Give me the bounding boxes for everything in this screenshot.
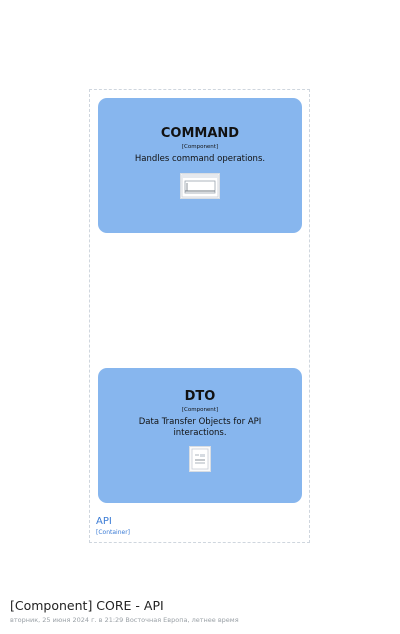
component-title: DTO <box>184 389 216 404</box>
diagram-timestamp: вторник, 25 июня 2024 г. в 21:29 Восточн… <box>10 616 239 624</box>
component-type: [Component] <box>181 144 219 150</box>
component-dto[interactable]: DTO [Component] Data Transfer Objects fo… <box>98 368 302 503</box>
component-title: COMMAND <box>160 126 240 141</box>
component-command[interactable]: COMMAND [Component] Handles command oper… <box>98 98 302 233</box>
boundary-name: API <box>96 516 112 527</box>
container-boundary-api: API [Container] <box>89 89 310 543</box>
component-description: Data Transfer Objects for API interactio… <box>138 417 262 438</box>
document-icon <box>189 446 211 472</box>
component-type: [Component] <box>181 407 219 413</box>
boundary-type: [Container] <box>96 529 131 536</box>
window-screenshot-icon <box>180 173 220 199</box>
diagram-title: [Component] CORE - API <box>10 598 164 613</box>
component-description: Handles command operations. <box>134 154 266 164</box>
